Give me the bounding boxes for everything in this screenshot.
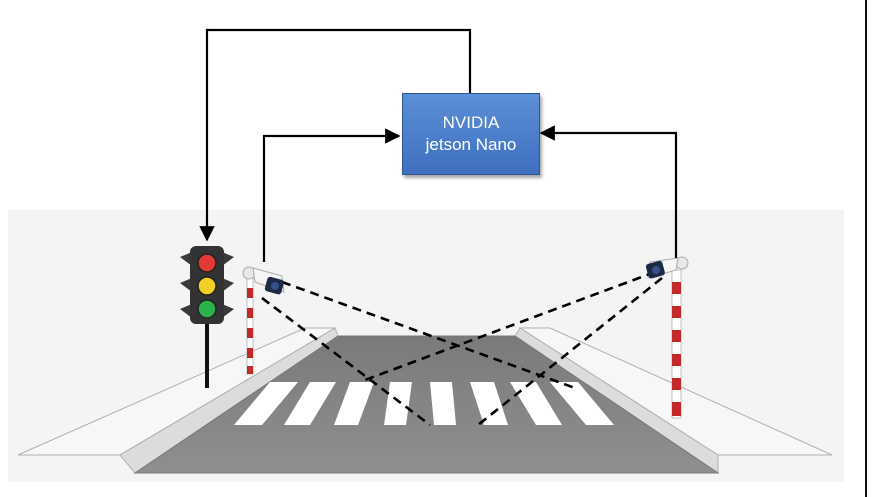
frame-border (865, 0, 867, 497)
connection-lines (199, 28, 678, 262)
green-light (197, 299, 217, 319)
controller-label-line1: NVIDIA (442, 113, 500, 132)
nvidia-jetson-nano-box: NVIDIA jetson Nano (402, 93, 540, 175)
crosswalk-stripe (334, 382, 374, 425)
crosswalk-stripe (384, 382, 412, 425)
left-sidewalk (17, 327, 339, 474)
red-light (197, 253, 217, 273)
crosswalk-stripe (470, 382, 508, 425)
right-camera-to-controller (539, 125, 678, 258)
crosswalk-stripe (550, 382, 614, 425)
controller-to-traffic-light (199, 28, 472, 242)
right-camera-pole (671, 269, 682, 419)
crosswalk-stripe (430, 382, 456, 425)
traffic-light-icon (180, 246, 234, 388)
camera-icon (242, 266, 285, 295)
crosswalk (234, 382, 614, 425)
left-camera-pole (246, 277, 254, 375)
yellow-light (197, 276, 217, 296)
left-camera-to-controller (262, 128, 401, 262)
camera-view-lines (261, 270, 663, 427)
camera-icon (645, 256, 689, 279)
crosswalk-stripe (234, 382, 298, 425)
crosswalk-stripe (284, 382, 336, 425)
controller-label-line2: jetson Nano (425, 135, 517, 154)
crosswalk-stripe (510, 382, 562, 425)
road (133, 335, 720, 474)
